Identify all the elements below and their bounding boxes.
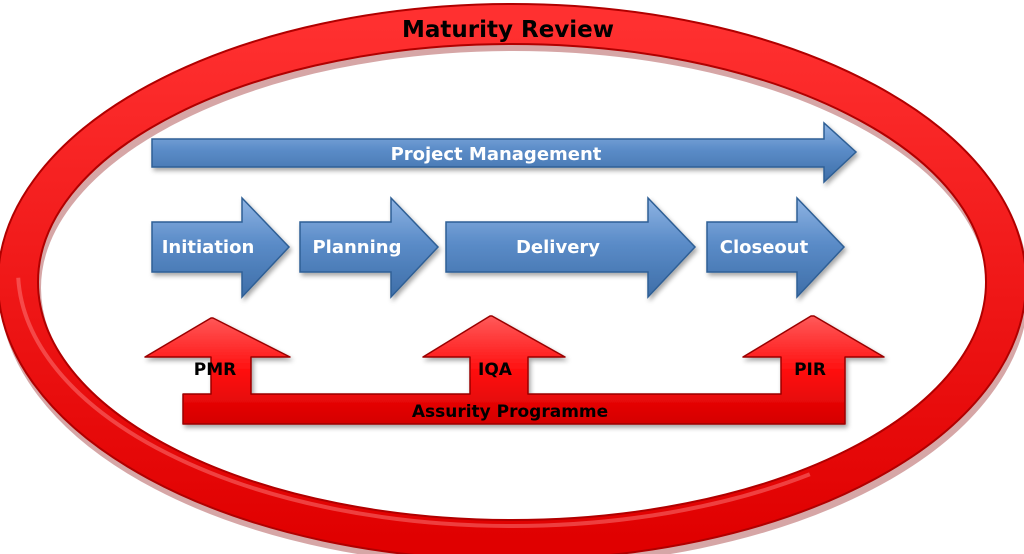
phase-label-closeout: Closeout [720, 237, 809, 258]
phase-arrow-planning [299, 196, 440, 299]
project-management-arrow [151, 121, 858, 184]
assurity-programme-label: Assurity Programme [412, 402, 608, 422]
phase-label-delivery: Delivery [516, 237, 600, 258]
project-management-label: Project Management [391, 144, 602, 165]
phase-label-planning: Planning [312, 237, 401, 258]
phase-arrow-delivery [445, 196, 697, 299]
maturity-review-ring [0, 3, 1024, 554]
diagram-title: Maturity Review [402, 17, 614, 43]
checkpoint-label-iqa: IQA [478, 360, 513, 380]
phase-label-initiation: Initiation [162, 237, 255, 258]
assurity-programme-arrow [144, 315, 885, 425]
phase-arrow-initiation [151, 196, 291, 299]
phase-arrow-closeout [706, 196, 846, 299]
checkpoint-label-pmr: PMR [194, 360, 236, 380]
checkpoint-label-pir: PIR [794, 360, 826, 380]
